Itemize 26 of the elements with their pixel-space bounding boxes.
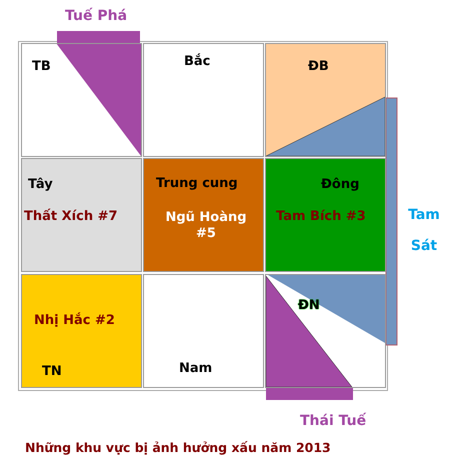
direction-label: ĐN xyxy=(298,298,320,314)
zone-label: Thái Tuế xyxy=(300,413,366,429)
direction-label: Bắc xyxy=(184,54,210,70)
caption: Những khu vực bị ảnh hưởng xấu năm 2013 xyxy=(25,440,331,455)
zone-label: Tam Sát xyxy=(407,206,441,256)
direction-label: ĐB xyxy=(308,59,329,75)
star-label: Ngũ Hoàng #5 xyxy=(164,210,248,242)
star-label: Thất Xích #7 xyxy=(24,209,118,225)
grid-cell xyxy=(21,158,142,272)
direction-label: Trung cung xyxy=(156,176,238,192)
grid-cell xyxy=(265,274,386,388)
grid-cell xyxy=(265,43,386,157)
grid-cell xyxy=(143,43,264,157)
grid-cell xyxy=(265,158,386,272)
grid-cell xyxy=(21,274,142,388)
direction-label: Đông xyxy=(321,177,360,193)
direction-label: TB xyxy=(32,59,51,75)
zone-label: Tuế Phá xyxy=(65,8,128,24)
direction-label: Tây xyxy=(28,177,53,193)
direction-label: TN xyxy=(42,364,62,380)
star-label: Tam Bích #3 xyxy=(276,209,366,225)
star-label: Nhị Hắc #2 xyxy=(34,313,115,329)
grid-cell xyxy=(143,158,264,272)
grid-cell xyxy=(143,274,264,388)
direction-label: Nam xyxy=(179,361,212,377)
grid-cell xyxy=(21,43,142,157)
